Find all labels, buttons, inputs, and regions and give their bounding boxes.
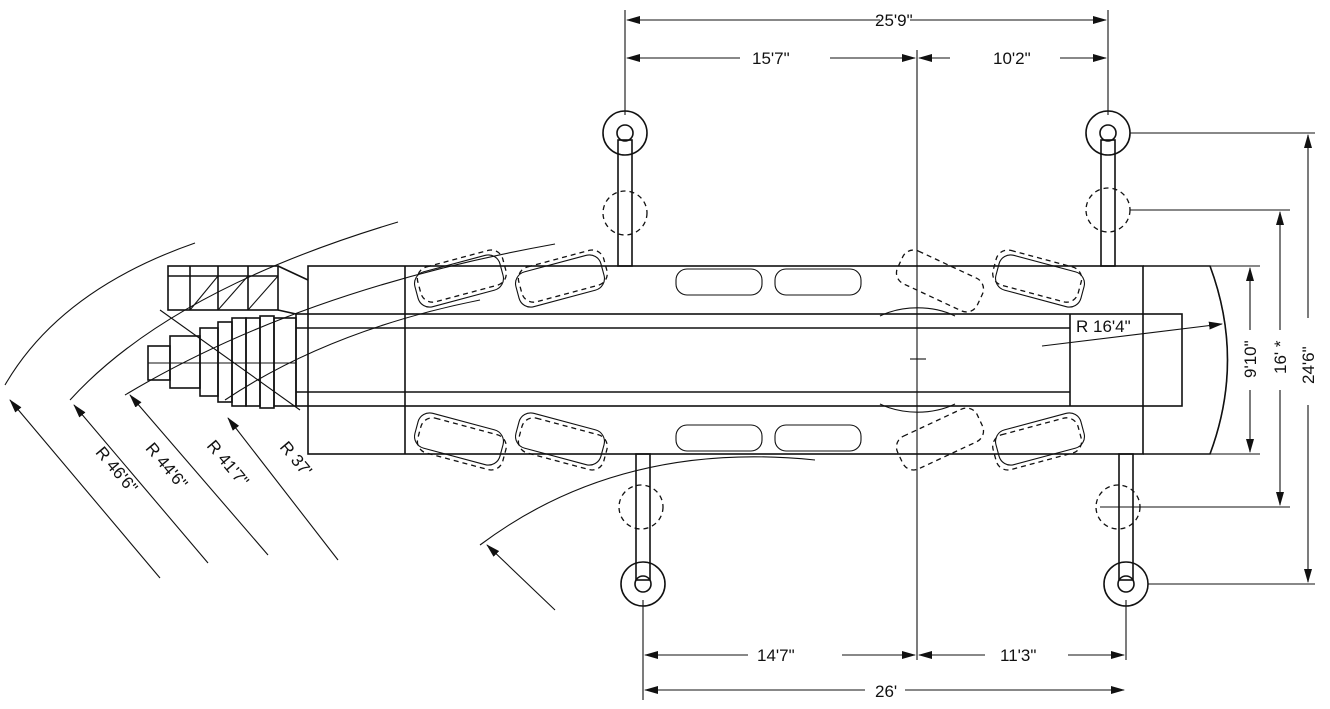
dim-top-overall: 25'9" xyxy=(875,11,913,30)
dimension-lines-bottom xyxy=(644,651,1125,694)
tires-bottom xyxy=(413,407,1086,471)
radius-label-41: R 41'7" xyxy=(203,437,253,491)
dim-top-right: 10'2" xyxy=(993,49,1031,68)
radius-leaders xyxy=(9,321,1223,611)
extension-lines xyxy=(624,10,1315,700)
dim-bottom-right: 11'3" xyxy=(1000,646,1036,665)
radius-arcs xyxy=(4,221,1228,546)
dim-right-mid: 16' * xyxy=(1271,340,1290,374)
dim-right-inner: 9'10" xyxy=(1241,340,1260,378)
dim-right-outer: 24'6" xyxy=(1299,346,1318,384)
tires-top xyxy=(413,249,1086,313)
outriggers xyxy=(602,110,1149,607)
radius-label-16: R 16'4" xyxy=(1076,317,1131,336)
carrier-body xyxy=(295,265,1229,455)
dim-bottom-left: 14'7" xyxy=(757,646,795,665)
dim-bottom-overall: 26' xyxy=(875,682,897,701)
radius-label-44: R 44'6" xyxy=(142,439,192,493)
radius-label-37: R 37' xyxy=(276,438,316,480)
dim-top-left: 15'7" xyxy=(752,49,790,68)
radius-label-46: R 46'6" xyxy=(92,443,142,497)
dimension-lines-top xyxy=(626,16,1107,62)
dimension-lines-right xyxy=(1246,134,1312,583)
boom-head xyxy=(147,265,309,411)
